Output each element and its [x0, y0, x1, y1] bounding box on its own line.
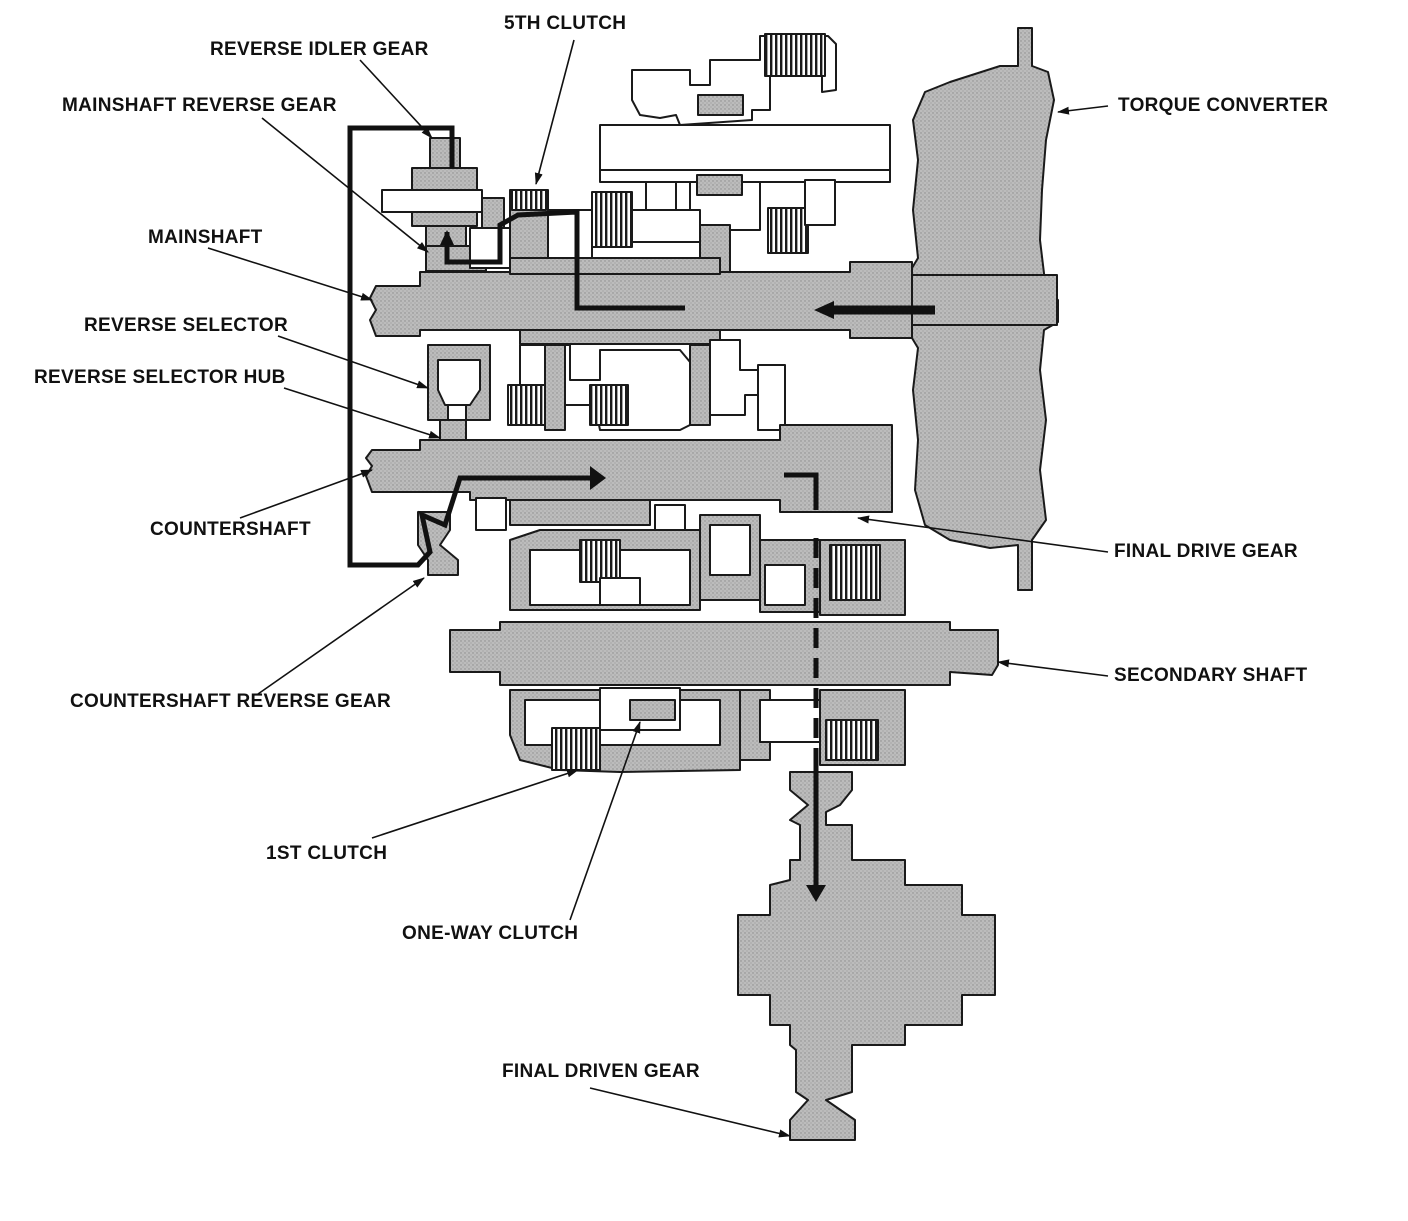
label-secondary-shaft: SECONDARY SHAFT	[1114, 665, 1308, 686]
label-1st-clutch: 1ST CLUTCH	[266, 843, 388, 864]
lower-clutch-pack	[509, 687, 906, 773]
label-countershaft-reverse-gear: COUNTERSHAFT REVERSE GEAR	[70, 691, 392, 712]
fifth-clutch-assembly	[509, 33, 891, 276]
reverse-idler-gear	[381, 137, 483, 247]
label-torque-converter: TORQUE CONVERTER	[1118, 95, 1329, 116]
label-countershaft: COUNTERSHAFT	[150, 519, 311, 540]
label-5th-clutch: 5TH CLUTCH	[504, 13, 627, 34]
leader-lines	[207, 39, 1109, 1138]
label-one-way-clutch: ONE-WAY CLUTCH	[402, 923, 579, 944]
label-final-driven-gear: FINAL DRIVEN GEAR	[502, 1061, 700, 1082]
label-reverse-idler-gear: REVERSE IDLER GEAR	[210, 39, 429, 60]
label-mainshaft: MAINSHAFT	[148, 227, 263, 248]
label-reverse-selector: REVERSE SELECTOR	[84, 315, 288, 336]
reverse-selector	[427, 344, 491, 443]
torque-converter	[911, 27, 1059, 591]
label-mainshaft-reverse-gear: MAINSHAFT REVERSE GEAR	[62, 95, 337, 116]
mainshaft	[369, 257, 913, 345]
secondary-shaft	[449, 621, 999, 686]
middle-clutch-assembly	[507, 339, 786, 431]
power-flow-path	[347, 125, 935, 902]
label-reverse-selector-hub: REVERSE SELECTOR HUB	[34, 367, 286, 388]
countershaft-reverse-gear	[417, 511, 459, 576]
first-clutch-assembly	[509, 514, 906, 616]
label-final-drive-gear: FINAL DRIVE GEAR	[1114, 541, 1298, 562]
final-driven-gear	[737, 771, 996, 1141]
countershaft	[365, 424, 893, 531]
